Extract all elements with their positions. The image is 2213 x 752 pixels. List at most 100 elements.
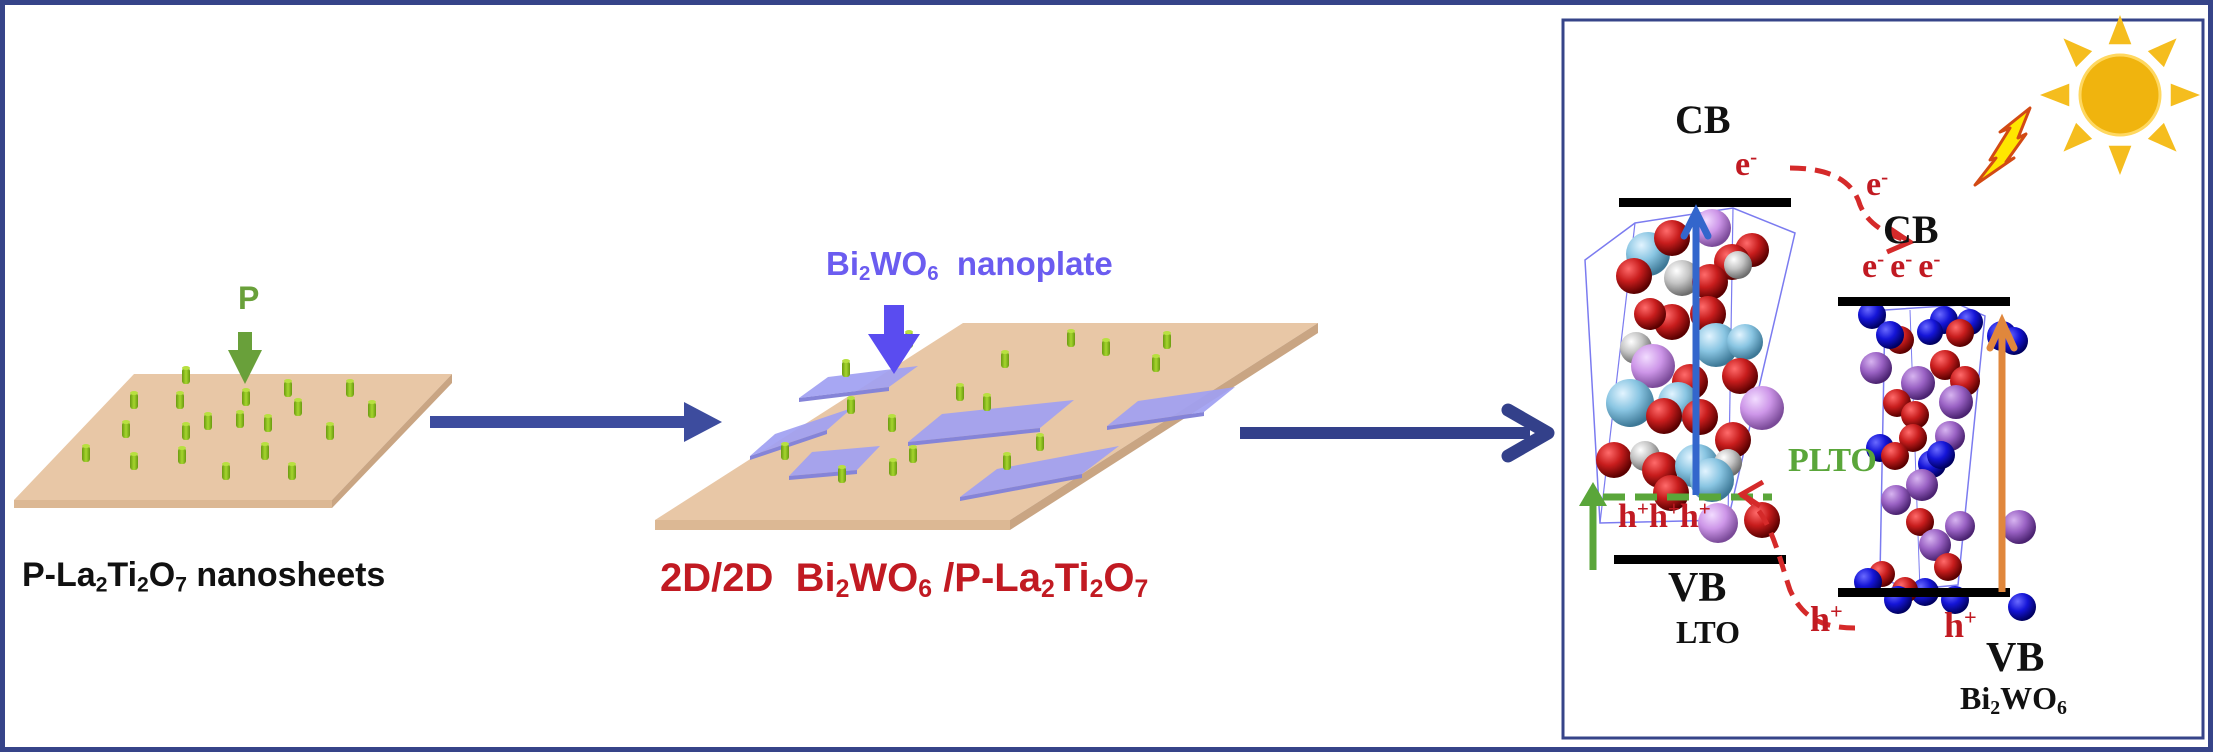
dopant-top xyxy=(261,442,269,446)
atom xyxy=(1698,503,1738,543)
dopant-top xyxy=(781,442,789,446)
dopant-top xyxy=(130,452,138,456)
electron-transfer-arrow xyxy=(1789,165,1916,255)
lto-vb-line xyxy=(1614,555,1786,564)
dopant-pillar xyxy=(178,448,186,464)
atom xyxy=(1901,366,1935,400)
dopant-top xyxy=(264,414,272,418)
atom xyxy=(2002,510,2036,544)
bwo-cb-line xyxy=(1838,297,2010,306)
lto-cb-line xyxy=(1619,198,1791,207)
dopant-top xyxy=(847,396,855,400)
dopant-pillar xyxy=(346,381,354,397)
sun-ray xyxy=(2147,38,2177,68)
dopant-pillar xyxy=(261,444,269,460)
plto-label: PLTO xyxy=(1788,442,1877,479)
atom xyxy=(1881,485,1911,515)
atom xyxy=(1939,385,1973,419)
dopant-top xyxy=(242,388,250,392)
sun-ray xyxy=(2040,83,2070,107)
dopant-pillar xyxy=(1003,454,1011,470)
bwo-name-label: Bi2WO6 xyxy=(1960,680,2067,719)
dopant-top xyxy=(204,412,212,416)
nanoplate xyxy=(960,446,1119,497)
atom xyxy=(1616,258,1652,294)
dopant-pillar xyxy=(888,416,896,432)
sun-disk xyxy=(2078,53,2162,137)
dopant-top xyxy=(889,458,897,462)
dopant-pillar xyxy=(236,412,244,428)
atom xyxy=(1694,323,1738,367)
bwo-cb-electrons: e-e-e- xyxy=(1862,248,1940,286)
atom xyxy=(1945,511,1975,541)
dopant-pillar xyxy=(204,414,212,430)
atom xyxy=(1899,424,1927,452)
dopant-pillar xyxy=(1152,356,1160,372)
atom xyxy=(1858,301,1886,329)
bwo-atoms xyxy=(1854,301,2036,621)
dopant-top xyxy=(368,400,376,404)
dopant-top xyxy=(182,422,190,426)
nanoplate xyxy=(750,408,852,456)
atom xyxy=(1946,319,1974,347)
atom xyxy=(1860,352,1892,384)
bi2wo6-nanoplates xyxy=(750,366,1235,501)
atom xyxy=(1919,529,1951,561)
dopant-top xyxy=(1003,452,1011,456)
atom xyxy=(1927,441,1955,469)
dopant-top xyxy=(326,422,334,426)
atom xyxy=(2008,593,2036,621)
dopant-top xyxy=(983,393,991,397)
dopant-pillar xyxy=(130,454,138,470)
atom xyxy=(1596,442,1632,478)
dopant-pillar xyxy=(176,393,184,409)
dopant-top xyxy=(236,410,244,414)
lto-excitation-arrow xyxy=(1680,204,1712,495)
dopant-pillar xyxy=(368,402,376,418)
dopant-pillar xyxy=(182,368,190,384)
atom xyxy=(1930,350,1960,380)
nanoplate xyxy=(789,446,880,476)
nanoplate xyxy=(799,366,918,398)
dopant-pillar xyxy=(909,447,917,463)
sun-icon xyxy=(2040,15,2200,175)
nanoplate-label: Bi2WO6 nanoplate xyxy=(826,245,1113,286)
plto-shift-arrow xyxy=(1579,482,1607,570)
dopant-top xyxy=(178,446,186,450)
nanoplate-edge xyxy=(1107,412,1204,430)
dopant-pillar xyxy=(284,381,292,397)
dopant-top xyxy=(1163,331,1171,335)
dopant-top xyxy=(842,359,850,363)
dopant-pillar xyxy=(838,467,846,483)
dopant-top xyxy=(284,379,292,383)
dopant-top xyxy=(130,391,138,395)
dopant-pillar xyxy=(222,464,230,480)
dopant-pillar xyxy=(242,390,250,406)
stage2-caption: 2D/2D Bi2WO6 /P-La2Ti2O7 xyxy=(660,556,1149,604)
bwo-vb-line xyxy=(1838,588,2010,597)
dopant-pillar xyxy=(264,416,272,432)
atom xyxy=(1606,379,1654,427)
sun-ray xyxy=(2147,122,2177,152)
carrier: h+ xyxy=(1679,496,1711,535)
dopant-pillar xyxy=(182,424,190,440)
dopant-top xyxy=(909,445,917,449)
dopant-pillar xyxy=(1036,435,1044,451)
electron-label-transfer: e- xyxy=(1866,164,1889,203)
dopant-pillar xyxy=(288,464,296,480)
plto-holes: h+h+h+ xyxy=(1618,498,1711,536)
dopant-top xyxy=(838,465,846,469)
bwo-excitation-arrow xyxy=(1986,313,2018,592)
hole-transfer-arrow xyxy=(1737,479,1856,631)
dopant-top xyxy=(1067,329,1075,333)
dopant-top xyxy=(1102,338,1110,342)
dopant-top xyxy=(82,444,90,448)
dopant-pillar xyxy=(889,460,897,476)
atom xyxy=(1653,475,1689,511)
process-arrow-2 xyxy=(1240,403,1555,463)
dopant-pillar xyxy=(842,361,850,377)
electron-label-lto: e- xyxy=(1735,144,1758,183)
dopant-pillar xyxy=(983,395,991,411)
carrier: e- xyxy=(1890,246,1913,285)
dopant-pillar xyxy=(1163,333,1171,349)
